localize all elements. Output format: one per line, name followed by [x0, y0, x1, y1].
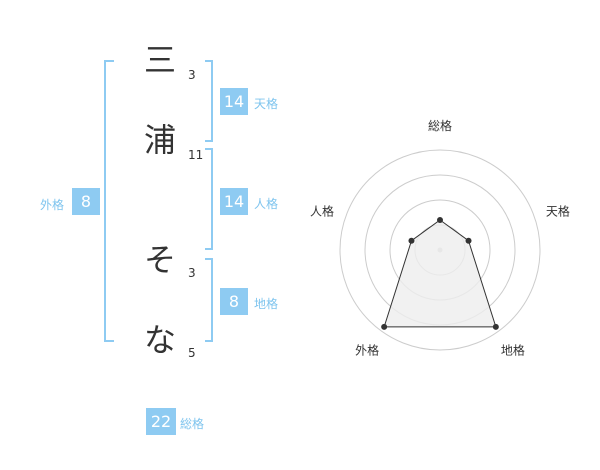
- radar-axis-label-5: 人格: [310, 204, 334, 219]
- stroke-count-2: 11: [188, 148, 204, 162]
- name-char-4: な: [143, 321, 176, 359]
- radar-point-1: [437, 217, 443, 223]
- name-char-1: 三: [143, 41, 176, 79]
- radar-point-2: [465, 237, 472, 244]
- jinkaku-bracket: [205, 148, 213, 250]
- chikaku-value: 8: [220, 288, 248, 315]
- radar-point-3: [492, 323, 499, 330]
- chikaku-label: 地格: [254, 297, 279, 311]
- radar-axis-label-3: 地格: [501, 342, 525, 357]
- radar-ring: [339, 149, 541, 351]
- radar-point-5: [408, 237, 415, 244]
- stroke-count-1: 3: [188, 68, 196, 82]
- radar-polygon: [383, 219, 497, 328]
- gaikaku-bracket: [104, 60, 114, 342]
- soukaku-value: 22: [146, 408, 176, 435]
- radar-point-4: [381, 323, 388, 330]
- stroke-count-4: 5: [188, 346, 196, 360]
- chikaku-bracket: [205, 258, 213, 342]
- tenkaku-value: 14: [220, 88, 248, 115]
- name-char-3: そ: [143, 241, 176, 279]
- tenkaku-label: 天格: [254, 97, 279, 111]
- radar-axis-label-2: 天格: [546, 204, 570, 219]
- stroke-count-3: 3: [188, 266, 196, 280]
- tenkaku-bracket: [205, 60, 213, 142]
- gaikaku-label: 外格: [40, 198, 65, 212]
- jinkaku-value: 14: [220, 188, 248, 215]
- radar-axis-label-4: 外格: [355, 342, 379, 357]
- gaikaku-value: 8: [72, 188, 100, 215]
- soukaku-label: 総格: [180, 417, 205, 431]
- name-char-2: 浦: [143, 121, 176, 159]
- radar-axis-label-1: 総格: [428, 118, 452, 133]
- jinkaku-label: 人格: [254, 197, 279, 211]
